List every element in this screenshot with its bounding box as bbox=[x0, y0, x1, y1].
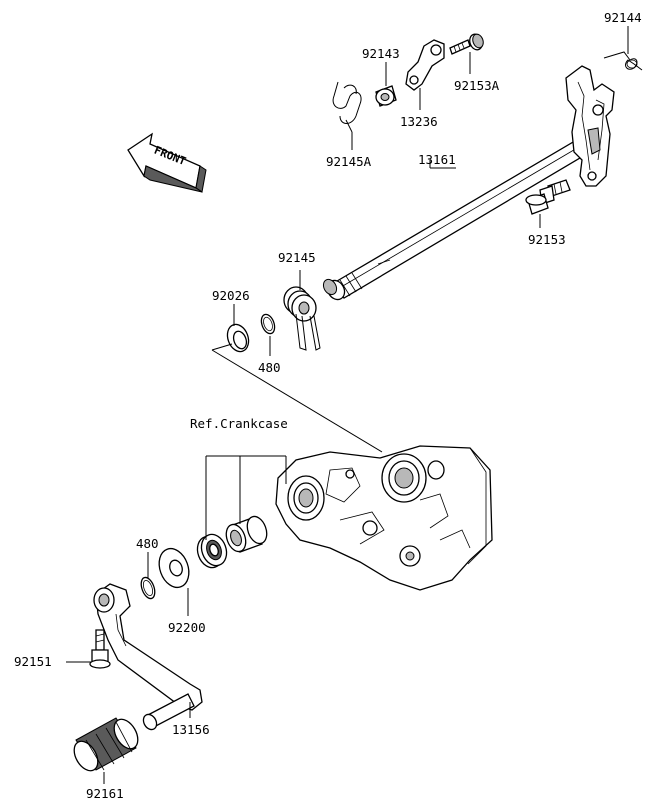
label-92151: 92151 bbox=[14, 654, 52, 669]
label-13236: 13236 bbox=[400, 114, 438, 129]
bolt-92153A bbox=[449, 33, 484, 55]
label-92145A: 92145A bbox=[326, 154, 372, 169]
shift-shaft bbox=[322, 137, 591, 301]
label-480-upper: 480 bbox=[258, 360, 281, 375]
label-13161: 13161 bbox=[418, 152, 456, 167]
bearing bbox=[225, 515, 268, 553]
circlip-480-lower bbox=[140, 576, 156, 600]
washer-92200 bbox=[158, 547, 190, 589]
bolt-92151 bbox=[89, 629, 111, 669]
rubber-92161 bbox=[73, 717, 139, 772]
washer-92026 bbox=[226, 323, 250, 353]
label-92144: 92144 bbox=[604, 10, 642, 25]
label-92200: 92200 bbox=[168, 620, 206, 635]
stud-92153 bbox=[525, 179, 571, 215]
shift-mechanism-arm bbox=[565, 65, 615, 187]
crankcase bbox=[275, 445, 493, 591]
shift-pedal bbox=[93, 583, 203, 731]
collar-92143 bbox=[375, 85, 397, 107]
label-92161: 92161 bbox=[86, 786, 124, 800]
label-92026: 92026 bbox=[212, 288, 250, 303]
label-13156: 13156 bbox=[172, 722, 210, 737]
leader-lines bbox=[66, 26, 629, 784]
circlip-480-upper bbox=[260, 313, 276, 335]
label-92153A: 92153A bbox=[454, 78, 500, 93]
label-480-lower: 480 bbox=[136, 536, 159, 551]
label-92145: 92145 bbox=[278, 250, 316, 265]
label-92143: 92143 bbox=[362, 46, 400, 61]
spring-92145A bbox=[332, 81, 362, 133]
label-92153: 92153 bbox=[528, 232, 566, 247]
front-arrow-icon: FRONT bbox=[127, 132, 207, 193]
oil-seal bbox=[196, 533, 228, 569]
lever-13236 bbox=[405, 39, 445, 91]
spring-92144 bbox=[603, 51, 643, 71]
spring-92145 bbox=[283, 286, 321, 351]
part-labels: 92144 92143 92153A 13236 92145A 13161 92… bbox=[14, 10, 642, 800]
label-ref-crankcase: Ref.Crankcase bbox=[190, 416, 288, 431]
